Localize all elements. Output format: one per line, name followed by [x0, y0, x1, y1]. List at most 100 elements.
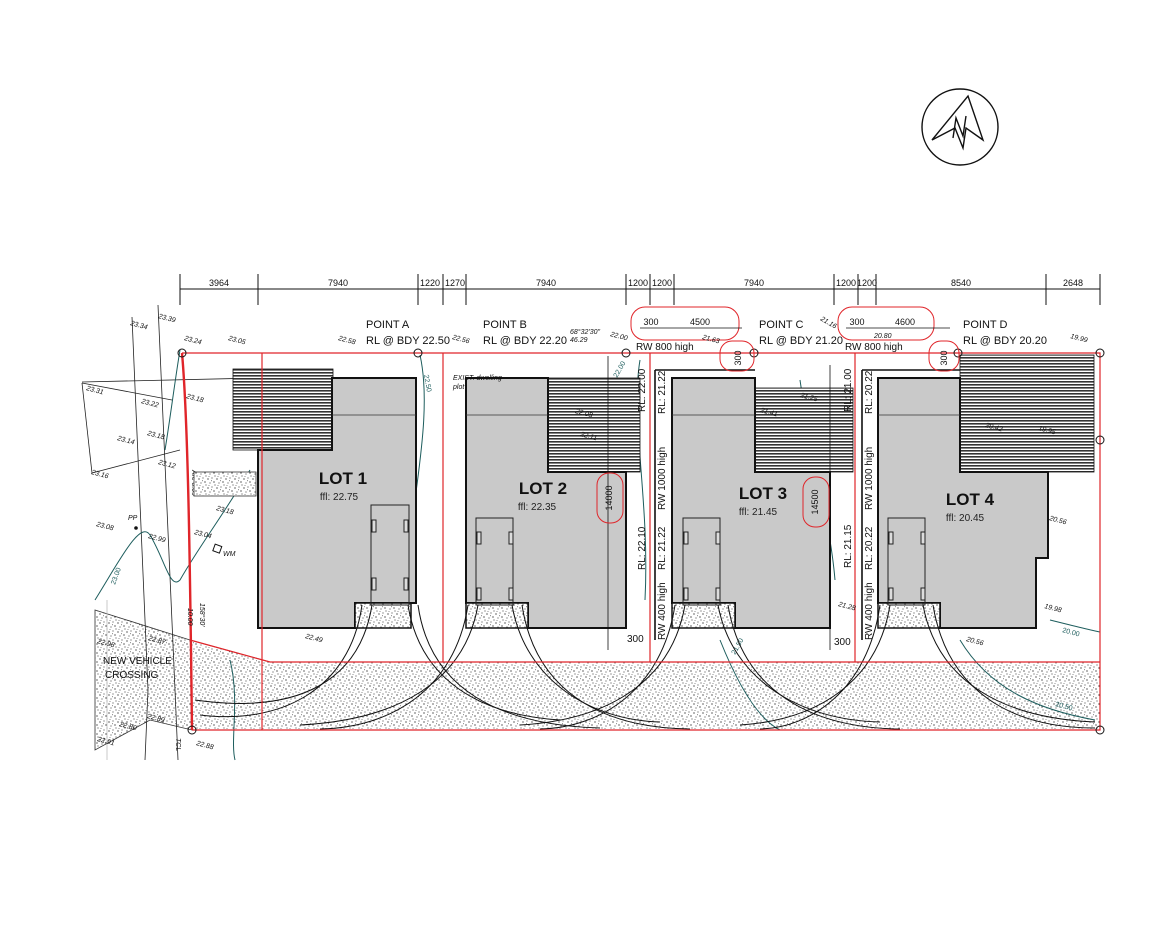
lot-4-label: LOT 4: [946, 490, 995, 509]
spot-level: 23.39: [157, 313, 177, 325]
deck-hatching: [232, 354, 1095, 473]
water-meter-icon: [212, 543, 223, 554]
bearing-angle: 68°32'30": [570, 328, 600, 336]
spot-level: 23.22: [140, 398, 160, 410]
point-a-label: POINT A: [366, 319, 410, 331]
spot-level: 21.28: [837, 601, 857, 613]
rw-label: RW 800 high: [636, 342, 694, 353]
garage-pads: [354, 602, 941, 629]
dim-label: 7940: [744, 278, 764, 288]
power-pole-icon: [134, 526, 138, 530]
arc-label: Arc 8.09: [190, 469, 197, 496]
spot-level: 23.08: [95, 521, 115, 533]
spot-level: 22.87: [147, 635, 168, 647]
survey-lines: [81, 304, 259, 761]
spot-level: 22.08: [574, 408, 594, 420]
spot-level: 20.56: [1048, 515, 1068, 527]
spot-level: 21.63: [701, 334, 721, 346]
spot-level: 22.56: [451, 334, 471, 346]
dim-label: 1200: [836, 278, 856, 288]
wm-label: WM: [223, 551, 236, 558]
spot-level: 22.11: [579, 431, 598, 442]
spot-level: 22.00: [609, 331, 629, 343]
tcl-label: TCL: [174, 738, 181, 751]
lot-3-ffl: ffl: 21.45: [739, 507, 778, 518]
spot-level: 23.12: [157, 459, 177, 471]
spot-level: 23.16: [90, 469, 110, 481]
car-icons: [370, 504, 926, 606]
rl-label: RL: 22.00: [637, 368, 648, 412]
spot-level: 22.89: [146, 713, 166, 725]
cloud-dim: 300: [939, 350, 949, 365]
dim-label: 2648: [1063, 278, 1083, 288]
dim-label: 1220: [420, 278, 440, 288]
crossing-label: CROSSING: [105, 670, 159, 681]
cloud-dim: 4500: [690, 317, 710, 327]
cloud-dim: 300: [643, 317, 658, 327]
street-paving: [94, 609, 1101, 751]
spot-level: 20.42: [984, 422, 1004, 434]
crossing-label: NEW VEHICLE: [103, 656, 172, 667]
cloud-dim: 300: [733, 350, 743, 365]
contour-lines: [94, 349, 1101, 761]
point-b-rl: RL @ BDY 22.20: [483, 335, 567, 347]
spot-level: 20.80: [873, 333, 892, 340]
spot-level: 22.96: [96, 638, 116, 650]
north-arrow-icon: [921, 88, 999, 166]
rl-label: RL: 21.15: [843, 524, 854, 568]
lot-2-label: LOT 2: [519, 479, 567, 498]
plot-label: plot: [452, 384, 465, 391]
point-c-label: POINT C: [759, 319, 803, 331]
lot-3-label: LOT 3: [739, 484, 787, 503]
dim-label: 1200: [857, 278, 877, 288]
spot-level: 23.18: [185, 393, 205, 405]
exist-label: EXIST. dwelling: [453, 375, 502, 382]
contour-label: 23.00: [110, 567, 123, 586]
point-c-rl: RL @ BDY 21.20: [759, 335, 843, 347]
lot-1-label: LOT 1: [319, 469, 367, 488]
spot-level: 23.04: [193, 529, 213, 541]
bin-pad: [193, 471, 257, 497]
spot-level: 21.16: [818, 315, 838, 330]
contour-label: 22.50: [422, 374, 432, 393]
spot-level: 23.24: [183, 335, 203, 347]
pp-label: PP: [128, 515, 138, 522]
lot-1-ffl: ffl: 22.75: [320, 492, 359, 503]
spot-level: 22.80: [118, 721, 138, 733]
spot-level: 19.98: [1043, 603, 1062, 614]
rl-label: RL: 21.22: [657, 526, 668, 570]
lot-1-building: [257, 377, 417, 629]
rw-label: RW 1000 high: [864, 447, 875, 510]
dim-label: 300: [834, 637, 851, 648]
contour-label: 20.00: [1061, 627, 1080, 638]
driveway-arcs: [194, 604, 1096, 730]
revision-clouds: [596, 306, 960, 528]
lot-2-depth: 14000: [604, 485, 614, 510]
spot-level: 23.31: [85, 385, 105, 397]
property-boundaries: [180, 352, 1101, 731]
point-d-rl: RL @ BDY 20.20: [963, 335, 1047, 347]
spot-level: 22.91: [96, 736, 116, 748]
dim-label: 1270: [445, 278, 465, 288]
retaining-walls: [607, 356, 960, 650]
spot-level: 23.18: [146, 430, 166, 442]
spot-level: 20.56: [965, 636, 985, 648]
rw-label: RW 400 high: [864, 582, 875, 640]
bearing-left-dist: 10.00: [186, 608, 193, 626]
point-b-label: POINT B: [483, 319, 527, 331]
dim-label: 7940: [328, 278, 348, 288]
buildings: [257, 377, 1049, 629]
spot-level: 23.05: [227, 335, 247, 347]
rl-label: RL: 20.22: [864, 526, 875, 570]
dimension-string: 3964 7940 1220 1270 7940 1200 1200 7940 …: [179, 274, 1101, 305]
dim-label: 7940: [536, 278, 556, 288]
rl-label: RL: 22.10: [637, 526, 648, 570]
lot-3-depth: 14500: [810, 489, 820, 514]
spot-levels: 23.34 23.39 23.24 23.05 23.31 23.22 23.1…: [85, 313, 1089, 752]
cloud-dim: 300: [849, 317, 864, 327]
dim-label: 300: [627, 634, 644, 645]
rl-label: RL: 21.22: [657, 370, 668, 414]
spot-level: 22.88: [195, 740, 215, 752]
lot-4-ffl: ffl: 20.45: [946, 513, 985, 524]
